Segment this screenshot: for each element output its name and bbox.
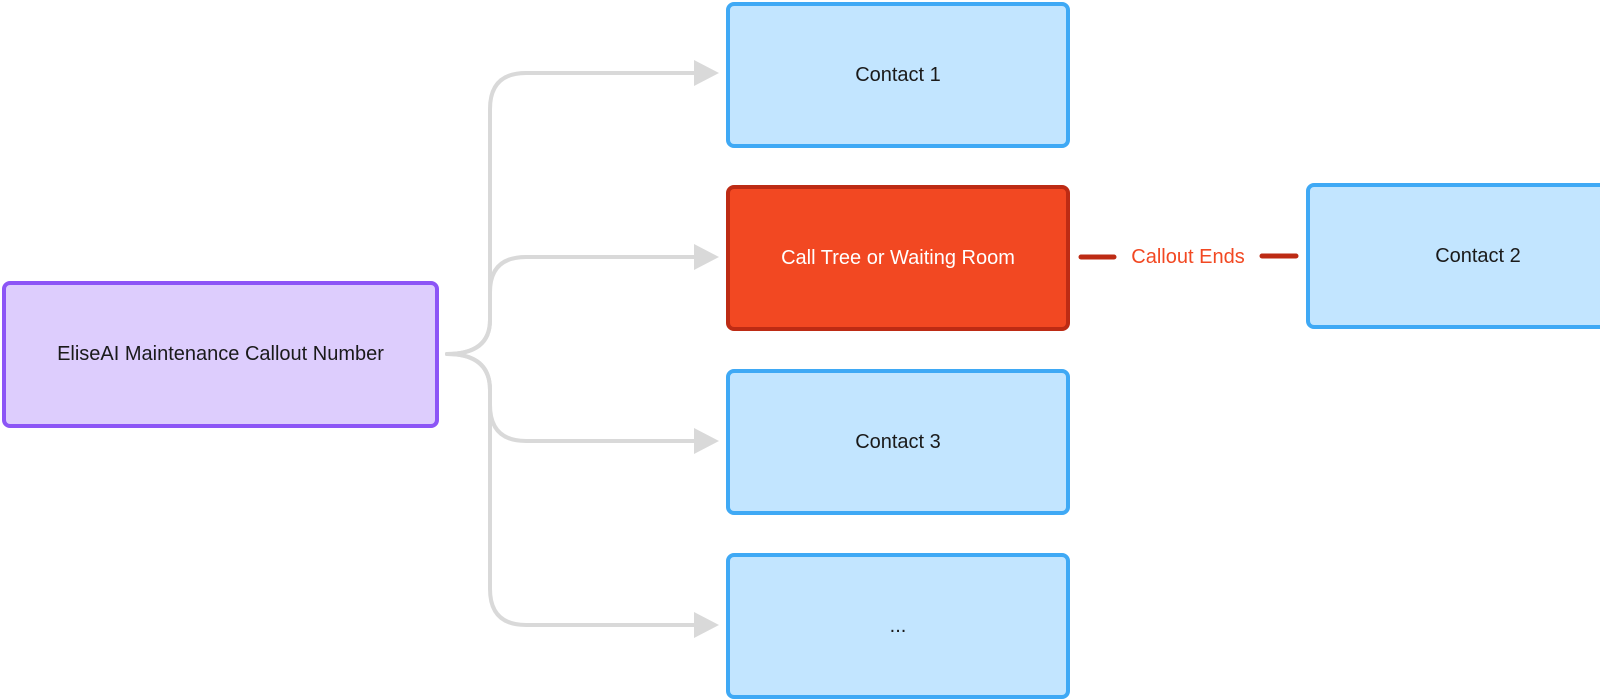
connector-to-contact-1: [445, 71, 698, 356]
source-node[interactable]: EliseAI Maintenance Callout Number: [2, 281, 439, 428]
contact-3-label: Contact 3: [855, 430, 941, 453]
more-contacts-label: ...: [889, 614, 907, 637]
arrowhead-more: [694, 612, 719, 638]
connector-to-more: [445, 352, 698, 627]
contact-3-node[interactable]: Contact 3: [726, 369, 1070, 515]
contact-2-node[interactable]: Contact 2: [1306, 183, 1600, 329]
call-tree-node[interactable]: Call Tree or Waiting Room: [726, 185, 1070, 331]
contact-1-label: Contact 1: [855, 63, 941, 86]
arrowhead-contact-3: [694, 428, 719, 454]
contact-2-label: Contact 2: [1435, 244, 1521, 267]
arrowhead-contact-1: [694, 60, 719, 86]
contact-1-node[interactable]: Contact 1: [726, 2, 1070, 148]
call-tree-label: Call Tree or Waiting Room: [781, 246, 1015, 269]
connector-to-call-tree: [445, 255, 698, 356]
callout-ends-label: Callout Ends: [1131, 245, 1245, 268]
arrowhead-call-tree: [694, 244, 719, 270]
source-node-label: EliseAI Maintenance Callout Number: [57, 343, 384, 365]
more-contacts-node[interactable]: ...: [726, 553, 1070, 699]
